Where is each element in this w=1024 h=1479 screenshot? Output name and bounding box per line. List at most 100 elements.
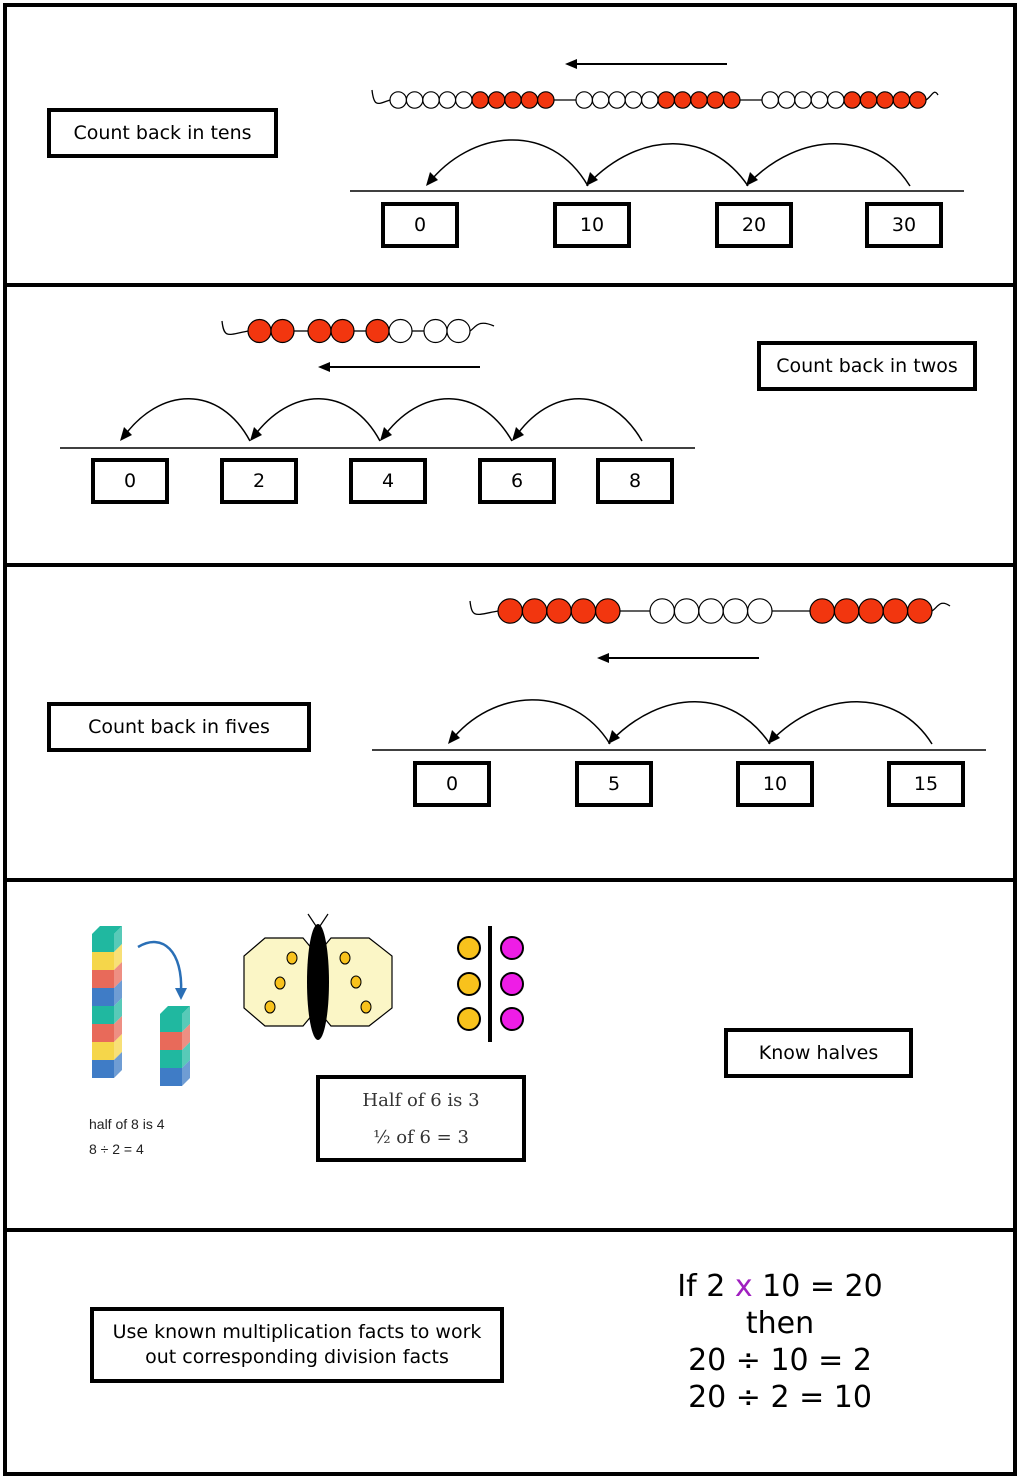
blocks-caption-line2: 8 ÷ 2 = 4 [89, 1141, 144, 1157]
number-box-twos-2: 4 [349, 458, 427, 504]
bead-white [591, 91, 610, 109]
bead-white [673, 598, 700, 624]
cube [92, 1006, 114, 1024]
bead-red [504, 91, 522, 109]
bead-white [438, 91, 457, 109]
fact-then: then [745, 1306, 815, 1341]
bead-white [389, 91, 407, 109]
bead-red [520, 91, 539, 109]
bead-red [892, 91, 911, 109]
bead-string-fives [469, 598, 951, 624]
bead-red [690, 91, 708, 109]
bead-white [423, 318, 448, 344]
cube [92, 934, 114, 952]
cube [92, 1042, 114, 1060]
bead-red [657, 91, 675, 109]
bead-red [595, 598, 621, 624]
bead-red [247, 318, 272, 344]
bead-red [882, 598, 909, 624]
number-box-fives-3: 15 [887, 761, 965, 807]
arrow-left-icon [597, 653, 759, 663]
bead-white [446, 318, 471, 344]
bead-white [422, 91, 440, 109]
cube [160, 1014, 182, 1032]
bead-red [546, 598, 572, 624]
bead-white [810, 91, 829, 109]
number-line-fives [372, 699, 986, 751]
bead-white [388, 318, 413, 344]
cube [92, 1024, 114, 1042]
cube-stacks-image [92, 926, 190, 1086]
bead-red [876, 91, 894, 109]
bead-red [809, 598, 835, 624]
bead-red [307, 318, 332, 344]
half-facts-box: Half of 6 is 3 ½ of 6 = 3 [316, 1075, 526, 1162]
bead-white [405, 91, 424, 109]
bead-white [624, 91, 643, 109]
multiplication-division-facts: If 2 x 10 = 20 then 20 ÷ 10 = 2 20 ÷ 2 =… [660, 1268, 900, 1416]
bead-white [761, 91, 779, 109]
fact-line-if: If 2 x 10 = 20 [660, 1268, 900, 1305]
cube [92, 952, 114, 970]
number-box-twos-3: 6 [478, 458, 556, 504]
cube [160, 1050, 182, 1068]
bead-red [570, 598, 597, 624]
bead-red [706, 91, 725, 109]
bead-white [608, 91, 626, 109]
half-fact-line1: Half of 6 is 3 [362, 1089, 480, 1111]
bead-red [497, 598, 523, 624]
cube [160, 1068, 182, 1086]
number-box-tens-3: 30 [865, 202, 943, 248]
number-box-tens-1: 10 [553, 202, 631, 248]
bead-white [640, 91, 659, 109]
bead-string-twos [221, 318, 495, 344]
bead-red [906, 598, 933, 624]
bead-white [455, 91, 473, 109]
bead-red [521, 598, 548, 624]
bead-red [330, 318, 355, 344]
bead-red [908, 91, 927, 109]
bead-red [365, 318, 390, 344]
number-line-tens [350, 139, 964, 192]
bead-red [843, 91, 861, 109]
label-know-halves: Know halves [724, 1028, 913, 1078]
arrow-left-icon [565, 59, 727, 69]
number-box-twos-0: 0 [91, 458, 169, 504]
fact-times-sign: x [734, 1269, 753, 1304]
number-box-twos-4: 8 [596, 458, 674, 504]
bead-white [794, 91, 812, 109]
panel-count-back-twos [3, 283, 1017, 567]
number-box-fives-1: 5 [575, 761, 653, 807]
number-box-twos-1: 2 [220, 458, 298, 504]
fact-division-2: 20 ÷ 2 = 10 [688, 1380, 872, 1415]
bead-red [471, 91, 489, 109]
number-box-fives-0: 0 [413, 761, 491, 807]
bead-red [673, 91, 692, 109]
bead-red [858, 598, 884, 624]
bead-white [698, 598, 724, 624]
bead-string-tens [371, 89, 939, 109]
number-box-tens-2: 20 [715, 202, 793, 248]
number-box-fives-2: 10 [736, 761, 814, 807]
label-count-back-twos: Count back in twos [757, 341, 977, 391]
bead-white [575, 91, 593, 109]
bead-white [826, 91, 845, 109]
bead-white [777, 91, 796, 109]
bead-red [537, 91, 555, 109]
label-count-back-tens: Count back in tens [47, 108, 278, 158]
blocks-caption-line1: half of 8 is 4 [89, 1116, 165, 1132]
bead-red [833, 598, 860, 624]
label-division-facts: Use known multiplication facts to work o… [90, 1307, 504, 1383]
bead-red [270, 318, 295, 344]
fact-division-1: 20 ÷ 10 = 2 [688, 1343, 872, 1378]
cube [160, 1032, 182, 1050]
number-line-twos [60, 398, 695, 449]
bead-red [487, 91, 506, 109]
cube [92, 970, 114, 988]
bead-red [859, 91, 878, 109]
cube [92, 1060, 114, 1078]
fact-rest: 10 = 20 [762, 1269, 883, 1304]
label-count-back-fives: Count back in fives [47, 702, 311, 752]
bead-red [722, 91, 741, 109]
bead-white [649, 598, 675, 624]
